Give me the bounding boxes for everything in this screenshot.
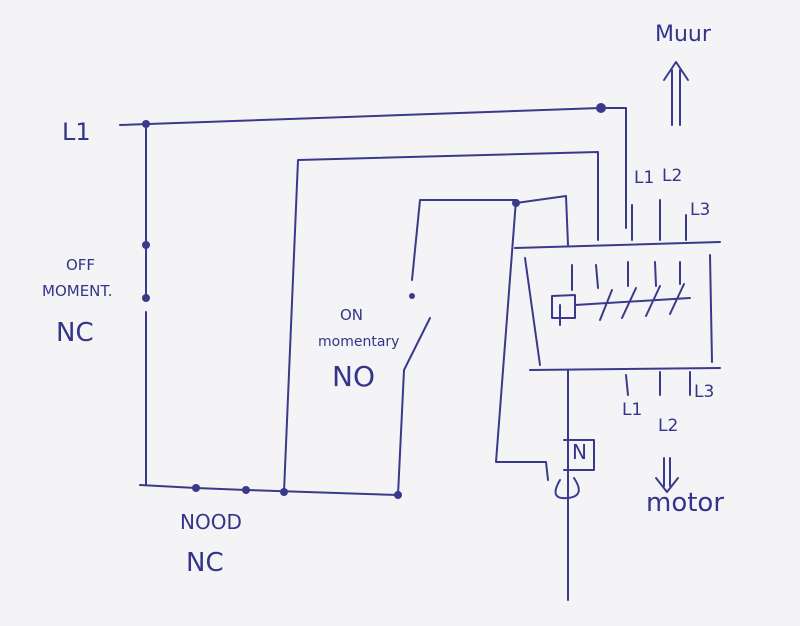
junction-dot [596,103,606,113]
emergency-switch-label-2: NC [186,548,224,578]
neutral-bracket [563,439,595,471]
contactor-in-l3: L3 [690,200,711,220]
contactor-feed [515,195,569,246]
off-switch-contact [142,241,150,249]
hold-wire [283,151,599,493]
up-arrow-icon [663,61,689,126]
contactor-in-l1: L1 [634,168,655,188]
contactor-coil [551,294,576,326]
motor-label: motor [646,488,725,518]
emergency-switch-contact [242,486,250,494]
contactor-switches [571,261,691,321]
contactor-out-l3: L3 [694,382,715,402]
emergency-switch-wire [139,484,399,496]
off-switch-label-1: OFF [66,256,96,274]
coil-wire [411,199,549,481]
emergency-switch-label-1: NOOD [180,510,242,534]
supply-l1-label: L1 [62,118,91,146]
phase-in-lines [631,199,687,241]
l1-wire [119,107,627,229]
off-switch-contact [142,294,150,302]
contactor-out-l1: L1 [622,400,643,420]
neutral-label: N [572,440,587,464]
contactor-body [524,254,713,366]
on-switch-label-2: momentary [318,334,400,350]
on-switch-contact [409,293,415,299]
contactor-out-l2: L2 [658,416,679,436]
contactor-in-l2: L2 [662,166,683,186]
neutral-wire [554,369,580,601]
contactor-top-bar [514,241,721,249]
on-switch-label-1: ON [340,306,364,324]
on-switch-label-3: NO [332,360,375,393]
wall-label: Muur [655,22,711,47]
on-switch-wire [397,317,431,496]
down-arrow-icon [655,457,679,493]
off-switch-label-2: MOMENT. [42,282,113,300]
off-switch-label-3: NC [56,318,94,348]
contactor-bottom-bar [529,367,721,371]
phase-out-lines [625,371,691,396]
emergency-switch-contact [192,484,200,492]
